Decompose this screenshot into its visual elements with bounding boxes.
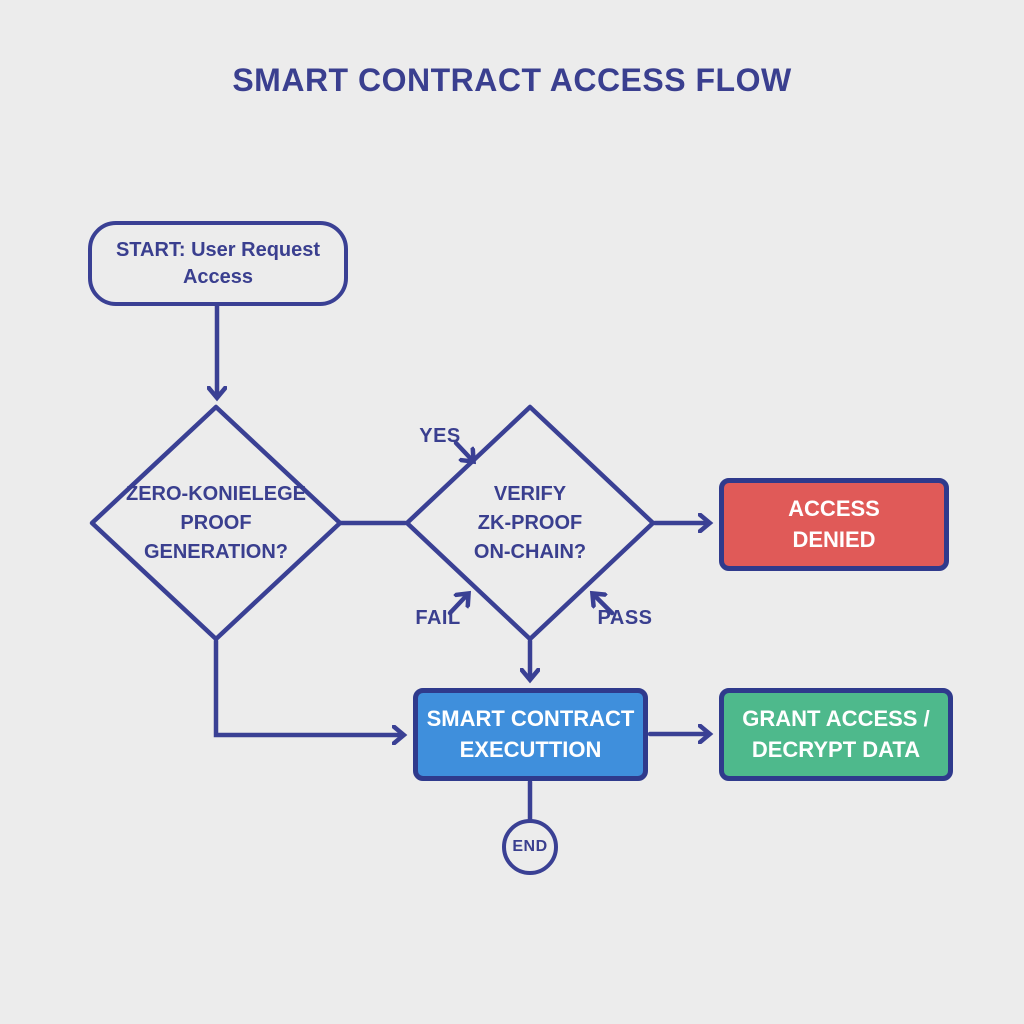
access-denied-node: ACCESS DENIED — [719, 478, 949, 571]
edge-proof-generation-to-execution — [213, 638, 403, 735]
yes-edge-label: YES — [419, 424, 461, 447]
end-node: END — [502, 819, 558, 875]
proof-generation-node-label: ZERO-KONIELEGE PROOF GENERATION? — [125, 482, 306, 563]
grant-access-node: GRANT ACCESS / DECRYPT DATA — [719, 688, 953, 781]
start-node: START: User Request Access — [88, 221, 348, 306]
page-title: SMART CONTRACT ACCESS FLOW — [232, 62, 792, 98]
fail-arrow-icon — [447, 594, 468, 616]
pass-edge-label: PASS — [597, 606, 653, 629]
verify-node-label: VERIFY ZK-PROOF ON-CHAIN? — [473, 482, 587, 563]
yes-arrow-icon — [453, 440, 473, 461]
pass-arrow-icon — [593, 594, 615, 616]
fail-edge-label: FAIL — [415, 606, 461, 629]
smart-contract-execution-node: SMART CONTRACT EXECUTTION — [413, 688, 648, 781]
